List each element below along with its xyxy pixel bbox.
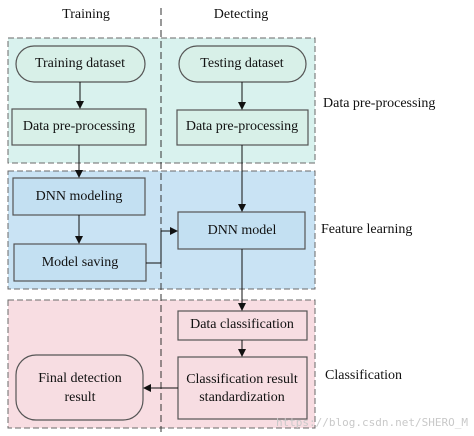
- dnn-modeling-label: DNN modeling: [36, 189, 123, 204]
- dnn-model-label: DNN model: [208, 223, 277, 238]
- model-saving-label: Model saving: [42, 255, 119, 270]
- dnn-modeling-box: [12, 177, 146, 216]
- final-detection-box: [15, 354, 144, 421]
- classification-result-label-line2: standardization: [199, 390, 285, 405]
- data-classification-label: Data classification: [190, 317, 294, 332]
- test-preprocess-box: [176, 109, 309, 146]
- classification-section-label: Classification: [325, 368, 402, 383]
- arrow-saving-to-dnn-model: [146, 227, 178, 264]
- detecting-column-heading: Detecting: [214, 7, 268, 22]
- classification-result-box: [177, 356, 308, 420]
- train-preprocess-label: Data pre-processing: [23, 119, 135, 134]
- training-dataset-label: Training dataset: [35, 56, 125, 71]
- train-preprocess-box: [11, 108, 147, 146]
- data-classification-box: [177, 310, 308, 341]
- preprocessing-section-label: Data pre-processing: [323, 96, 435, 111]
- watermark-text: https://blog.csdn.net/SHERO_M: [276, 416, 468, 429]
- feature-learning-section-label: Feature learning: [321, 222, 412, 237]
- final-detection-label-line2: result: [64, 390, 95, 405]
- classification-result-label-line1: Classification result: [186, 372, 298, 387]
- dnn-model-box: [177, 211, 306, 250]
- training-column-heading: Training: [62, 7, 110, 22]
- testing-dataset-label: Testing dataset: [200, 56, 283, 71]
- final-detection-label-line1: Final detection: [38, 371, 122, 386]
- test-preprocess-label: Data pre-processing: [186, 119, 298, 134]
